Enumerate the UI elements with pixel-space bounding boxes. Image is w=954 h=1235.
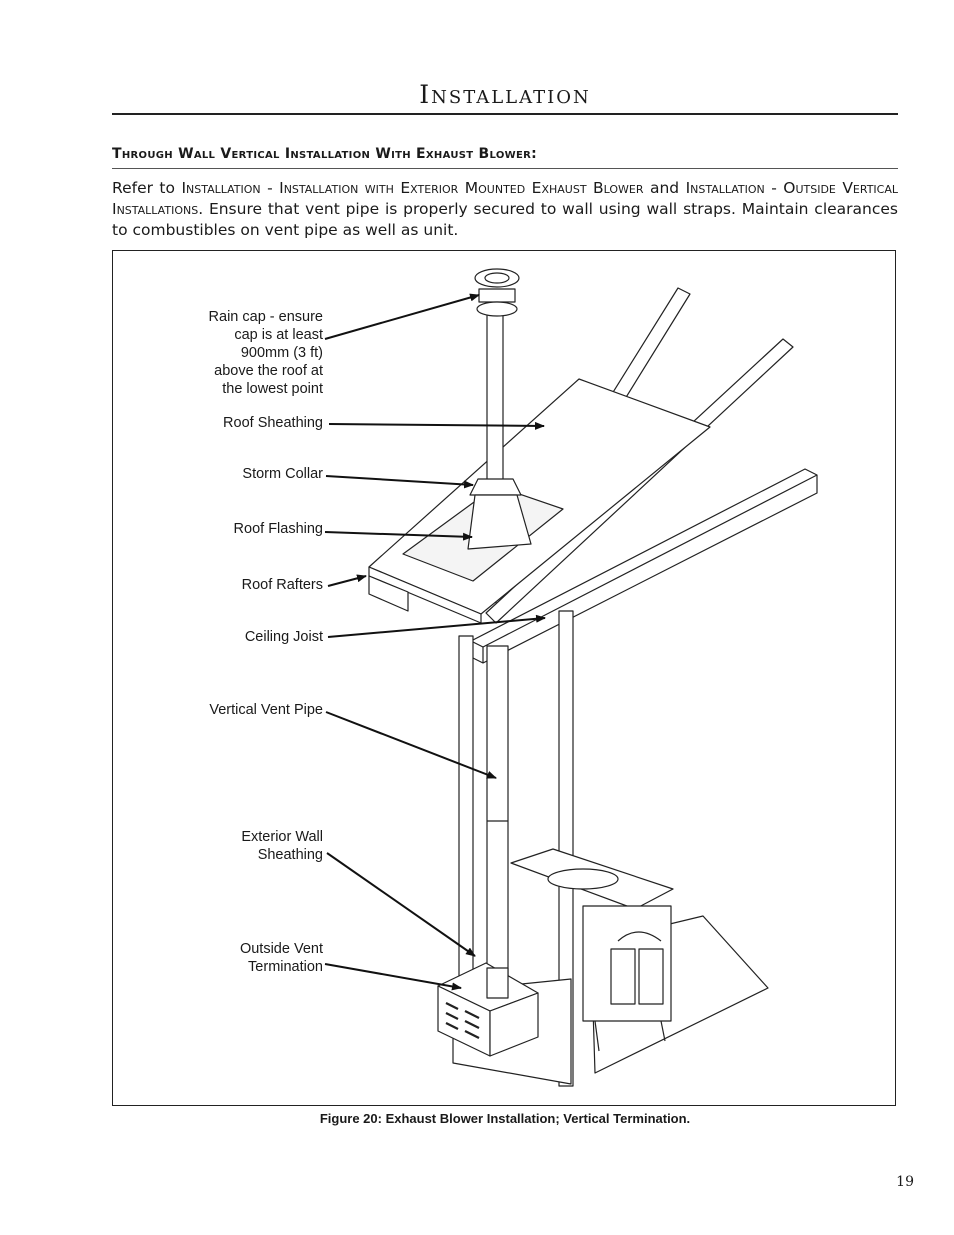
title-divider xyxy=(112,113,898,115)
leader-roof-flashing xyxy=(324,531,473,541)
figure-caption: Figure 20: Exhaust Blower Installation; … xyxy=(319,1111,691,1126)
leader-ceiling-joist xyxy=(327,614,546,638)
callout-roof-sheathing: Roof Sheathing xyxy=(223,415,323,431)
figure-frame: Rain cap - ensure cap is at least 900mm … xyxy=(112,250,896,1106)
cross-reference-outside-vertical[interactable]: Installation - Outside Vertical Installa… xyxy=(112,179,899,218)
leader-roof-rafters xyxy=(327,574,367,587)
callout-rain-cap: Rain cap - ensure cap is at least 900mm … xyxy=(209,308,323,398)
flashing-cone xyxy=(467,494,532,550)
leader-exterior-wall-sheathing xyxy=(326,852,476,957)
rain-cap-bottom xyxy=(476,301,518,317)
callout-rain-cap-text: Rain cap - ensure cap is at least 900mm … xyxy=(208,309,323,397)
page-title: Installation xyxy=(419,80,591,109)
callout-exterior-wall-sheathing-text: Exterior Wall Sheathing xyxy=(241,829,323,863)
page-number: 19 xyxy=(896,1174,914,1190)
installation-diagram xyxy=(324,268,818,1087)
callout-roof-rafters: Roof Rafters xyxy=(241,577,323,593)
stove-door-right xyxy=(638,948,664,1005)
stove-door-arch xyxy=(617,931,662,942)
callout-roof-flashing: Roof Flashing xyxy=(233,521,323,537)
callout-outside-vent-termination-text: Outside Vent Termination xyxy=(239,941,323,975)
callout-outside-vent-termination: Outside Vent Termination xyxy=(240,940,323,976)
vent-pipe-lower xyxy=(486,645,509,1002)
rain-cap-inner xyxy=(484,272,510,284)
cross-reference-exterior-blower[interactable]: Installation - Installation with Exterio… xyxy=(181,179,644,197)
blower-side xyxy=(489,992,539,1057)
callout-exterior-wall-sheathing: Exterior Wall Sheathing xyxy=(241,828,323,864)
heading-divider xyxy=(112,168,898,169)
refer-to-text: Refer to xyxy=(112,179,182,197)
storm-collar xyxy=(469,478,522,496)
leader-storm-collar xyxy=(325,475,474,489)
blower-pipe-stub xyxy=(486,967,509,999)
and-text: and xyxy=(643,179,686,197)
instructions-paragraph: Refer to Installation - Installation wit… xyxy=(112,178,898,241)
stove-door-left xyxy=(610,948,636,1005)
vertical-vent-pipe xyxy=(486,308,504,485)
callout-ceiling-joist: Ceiling Joist xyxy=(244,629,323,645)
rafter-left-end xyxy=(368,575,409,612)
callout-vertical-vent-pipe: Vertical Vent Pipe xyxy=(209,702,323,718)
stove-top-vent xyxy=(547,868,619,890)
leader-roof-sheathing xyxy=(328,421,545,430)
section-heading: Through Wall Vertical Installation With … xyxy=(112,146,537,162)
rain-cap-body xyxy=(478,288,516,303)
wall-post-right xyxy=(558,610,574,1087)
leader-vertical-vent-pipe xyxy=(325,711,497,779)
leader-outside-vent-termination xyxy=(324,963,462,991)
leader-rain-cap xyxy=(324,293,480,340)
wall-post-left xyxy=(458,635,474,997)
instructions-rest: . Ensure that vent pipe is properly secu… xyxy=(112,200,898,239)
callout-storm-collar: Storm Collar xyxy=(242,466,323,482)
